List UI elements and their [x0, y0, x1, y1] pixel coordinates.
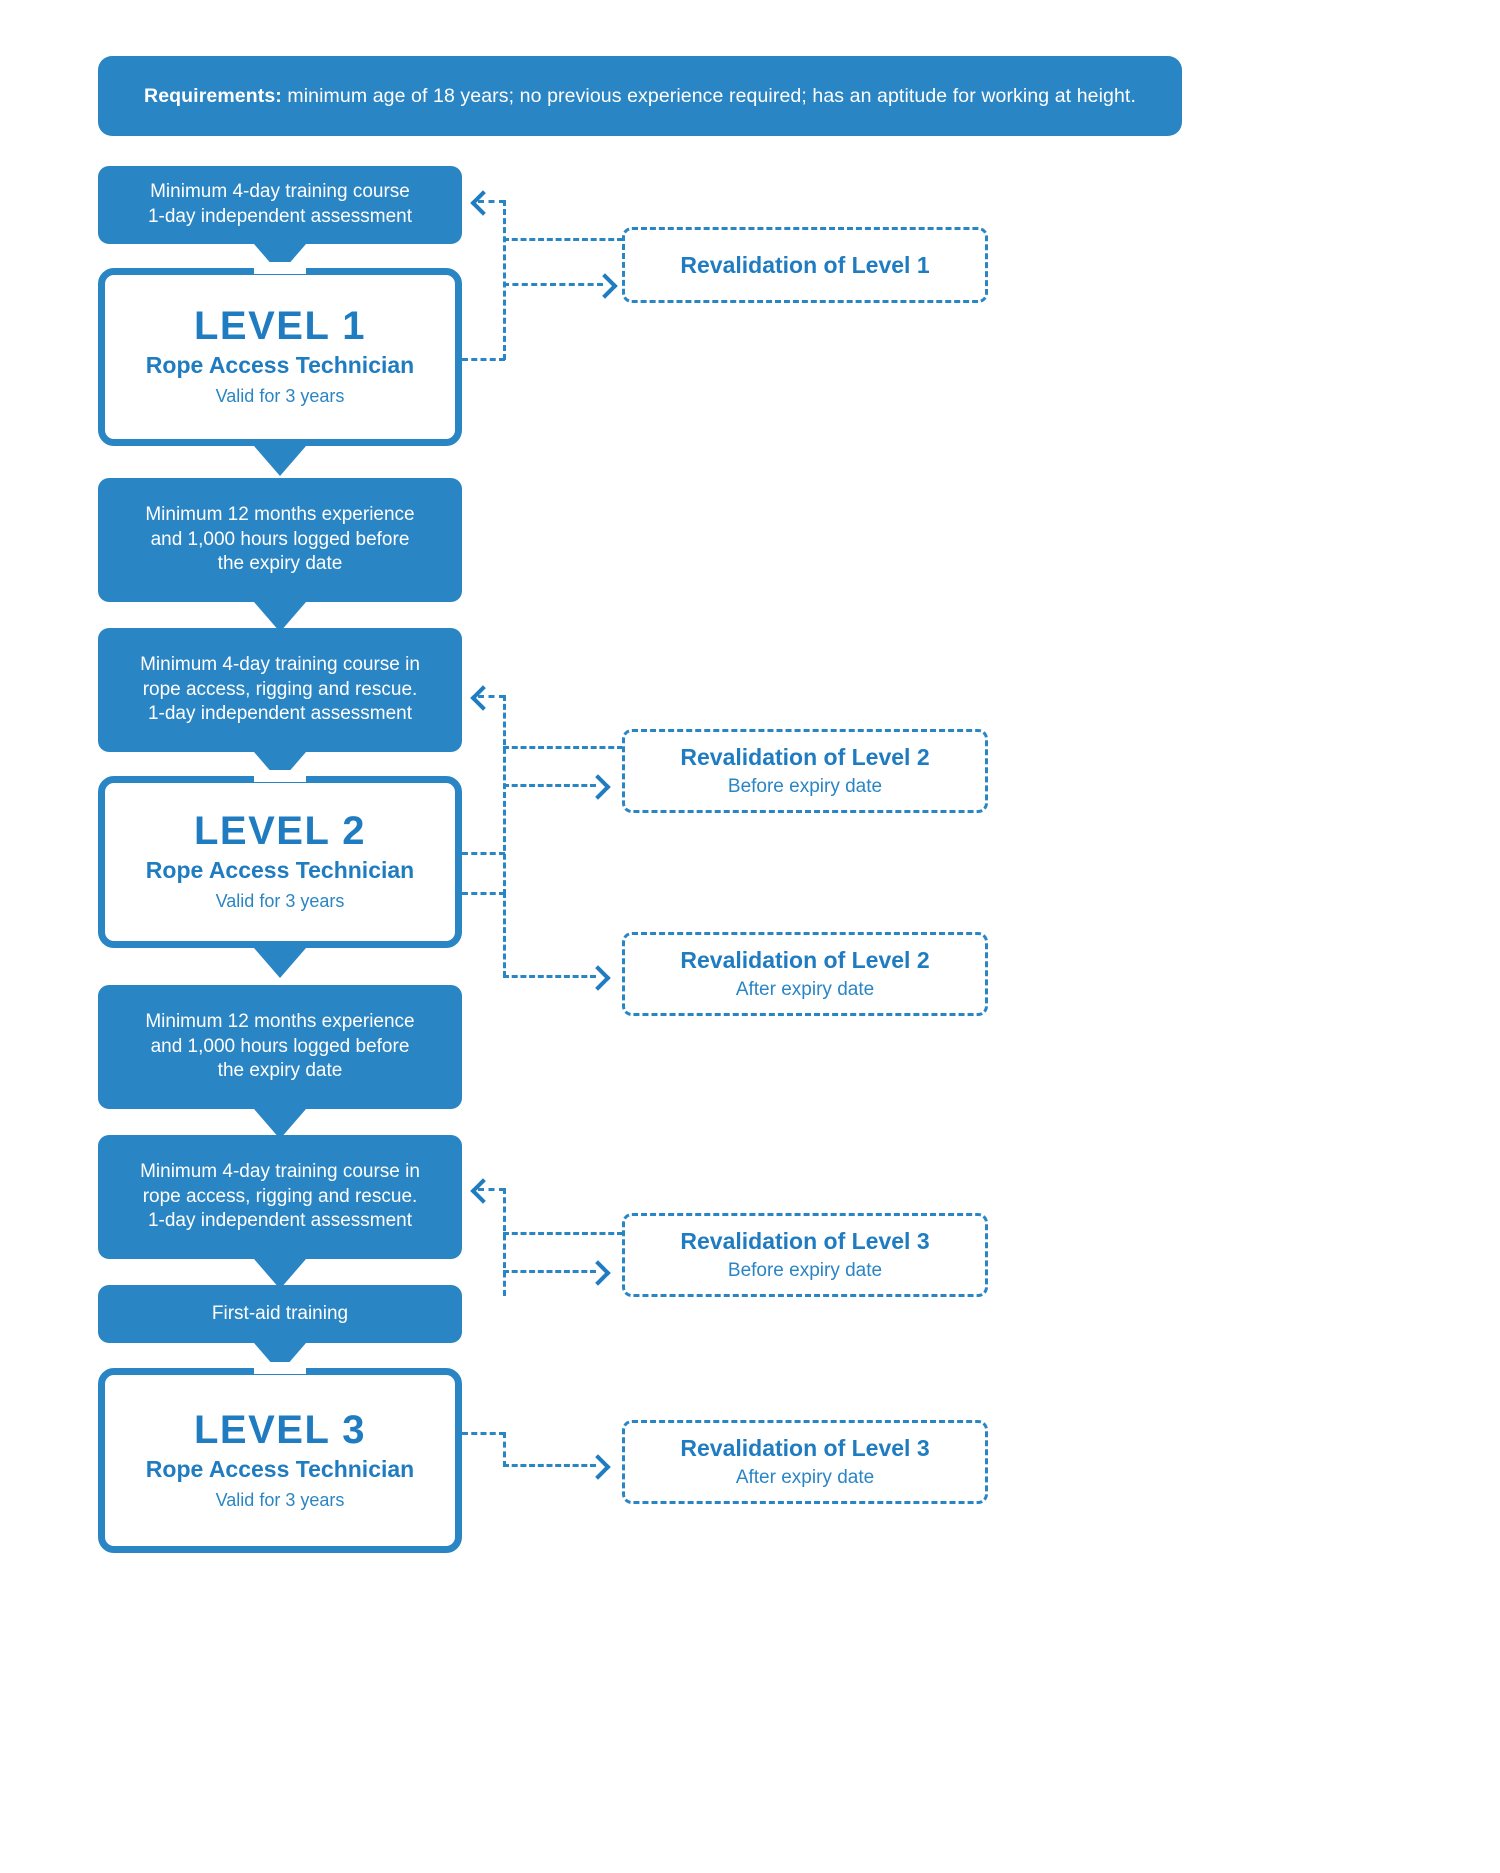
- level-card-2: LEVEL 2 Rope Access Technician Valid for…: [98, 776, 462, 948]
- down-arrow-notch-7: [254, 1259, 306, 1289]
- down-arrow-notch-2: [254, 446, 306, 476]
- level-card-2-top-notch-mask: [254, 770, 306, 782]
- level-card-3-validity: Valid for 3 years: [215, 1489, 345, 1510]
- revalidation-box-level3-before: Revalidation of Level 3 Before expiry da…: [622, 1213, 988, 1297]
- revalidation-box-level3-before-subtitle: Before expiry date: [727, 1259, 883, 1281]
- level-card-1: LEVEL 1 Rope Access Technician Valid for…: [98, 268, 462, 446]
- arrow-left-level3-training: [470, 1178, 496, 1204]
- step-level3-training: Minimum 4-day training course in rope ac…: [98, 1135, 462, 1259]
- dashed-connector-level3-to-training: [478, 1188, 505, 1191]
- level-card-2-title: LEVEL 2: [193, 809, 367, 854]
- step-level1-experience-lines: Minimum 12 months experience and 1,000 h…: [145, 503, 414, 577]
- level-card-3-title: LEVEL 3: [193, 1407, 367, 1452]
- revalidation-box-level2-before: Revalidation of Level 2 Before expiry da…: [622, 729, 988, 813]
- level-card-1-subtitle: Rope Access Technician: [145, 352, 415, 379]
- down-arrow-notch-6: [254, 1109, 306, 1139]
- step-line: First-aid training: [211, 1302, 349, 1324]
- revalidation-box-level2-after-title: Revalidation of Level 2: [680, 946, 930, 973]
- arrow-right-level3-reval-after: [585, 1454, 611, 1480]
- level-card-1-title: LEVEL 1: [193, 304, 367, 349]
- revalidation-box-level2-before-title: Revalidation of Level 2: [680, 743, 930, 770]
- level-card-3: LEVEL 3 Rope Access Technician Valid for…: [98, 1368, 462, 1553]
- arrow-left-level2-training: [470, 685, 496, 711]
- step-line: Minimum 4-day training course: [150, 181, 410, 203]
- requirements-banner: Requirements: minimum age of 18 years; n…: [98, 56, 1182, 136]
- down-arrow-notch-3: [254, 602, 306, 632]
- step-first-aid-lines: First-aid training: [212, 1302, 348, 1327]
- step-line: the expiry date: [217, 553, 343, 575]
- dashed-connector-level2-card-after: [462, 892, 505, 895]
- step-level1-experience: Minimum 12 months experience and 1,000 h…: [98, 478, 462, 602]
- dashed-connector-level2-card: [462, 852, 505, 855]
- down-arrow-notch-5: [254, 948, 306, 978]
- revalidation-box-level2-after: Revalidation of Level 2 After expiry dat…: [622, 932, 988, 1016]
- dashed-spine-level2-before: [503, 695, 506, 895]
- dashed-connector-level2-to-training: [478, 695, 505, 698]
- dashed-connector-level1-reval-upper: [503, 238, 623, 241]
- step-level2-experience-lines: Minimum 12 months experience and 1,000 h…: [145, 1010, 414, 1084]
- revalidation-box-level2-before-subtitle: Before expiry date: [727, 775, 883, 797]
- step-line: and 1,000 hours logged before: [150, 528, 410, 550]
- level-card-1-top-notch-mask: [254, 262, 306, 274]
- step-line: the expiry date: [217, 1060, 343, 1082]
- dashed-spine-level2-after: [503, 892, 506, 977]
- dashed-spine-level3-after: [503, 1432, 506, 1467]
- level-card-3-subtitle: Rope Access Technician: [145, 1455, 415, 1482]
- revalidation-box-level3-after: Revalidation of Level 3 After expiry dat…: [622, 1420, 988, 1504]
- step-level3-training-lines: Minimum 4-day training course in rope ac…: [140, 1160, 420, 1234]
- step-level2-experience: Minimum 12 months experience and 1,000 h…: [98, 985, 462, 1109]
- step-line: 1-day independent assessment: [147, 1210, 413, 1232]
- arrow-right-level2-reval-before: [585, 774, 611, 800]
- step-line: rope access, rigging and rescue.: [142, 678, 418, 700]
- dashed-connector-level2-reval-lower: [503, 784, 596, 787]
- arrow-right-level2-reval-after: [585, 965, 611, 991]
- dashed-connector-level3-reval-upper: [503, 1232, 623, 1235]
- step-line: and 1,000 hours logged before: [150, 1035, 410, 1057]
- dashed-connector-level3-reval-after: [503, 1464, 596, 1467]
- step-line: Minimum 12 months experience: [145, 1010, 415, 1032]
- step-level1-training-lines: Minimum 4-day training course 1-day inde…: [148, 180, 412, 229]
- arrow-left-level1-training: [470, 190, 496, 216]
- arrow-right-level3-reval-before: [585, 1260, 611, 1286]
- dashed-connector-level3-reval-lower: [503, 1270, 596, 1273]
- revalidation-box-level3-after-title: Revalidation of Level 3: [680, 1434, 930, 1461]
- level-card-3-top-notch-mask: [254, 1362, 306, 1374]
- step-line: 1-day independent assessment: [147, 206, 413, 227]
- step-line: Minimum 4-day training course in: [140, 1160, 420, 1182]
- dashed-spine-level3-before: [503, 1188, 506, 1296]
- dashed-connector-level1-reval-lower: [503, 283, 603, 286]
- level-card-2-subtitle: Rope Access Technician: [145, 857, 415, 884]
- step-level2-training: Minimum 4-day training course in rope ac…: [98, 628, 462, 752]
- requirements-label: Requirements:: [144, 84, 282, 107]
- revalidation-box-level1-title: Revalidation of Level 1: [680, 251, 930, 278]
- arrow-right-level1-reval: [592, 273, 618, 299]
- dashed-connector-level3-card-after: [462, 1432, 505, 1435]
- dashed-connector-level1-to-training: [478, 200, 505, 203]
- revalidation-box-level2-after-subtitle: After expiry date: [735, 978, 875, 1000]
- step-line: rope access, rigging and rescue.: [142, 1185, 418, 1207]
- requirements-body: minimum age of 18 years; no previous exp…: [281, 84, 1136, 107]
- revalidation-box-level3-after-subtitle: After expiry date: [735, 1466, 875, 1488]
- dashed-spine-level1: [503, 200, 506, 360]
- requirements-text-wrap: Requirements: minimum age of 18 years; n…: [144, 85, 1136, 108]
- revalidation-box-level1: Revalidation of Level 1: [622, 227, 988, 303]
- level-card-2-validity: Valid for 3 years: [215, 891, 345, 912]
- step-level2-training-lines: Minimum 4-day training course in rope ac…: [140, 653, 420, 727]
- level-card-1-validity: Valid for 3 years: [215, 386, 345, 407]
- step-level1-training: Minimum 4-day training course 1-day inde…: [98, 166, 462, 244]
- step-line: Minimum 12 months experience: [145, 503, 415, 525]
- dashed-connector-level2-reval-upper: [503, 746, 623, 749]
- step-line: 1-day independent assessment: [147, 703, 413, 725]
- dashed-connector-level1-card: [462, 358, 505, 361]
- step-line: Minimum 4-day training course in: [140, 653, 420, 675]
- dashed-connector-level2-reval-after: [503, 975, 596, 978]
- revalidation-box-level3-before-title: Revalidation of Level 3: [680, 1227, 930, 1254]
- step-first-aid-training: First-aid training: [98, 1285, 462, 1343]
